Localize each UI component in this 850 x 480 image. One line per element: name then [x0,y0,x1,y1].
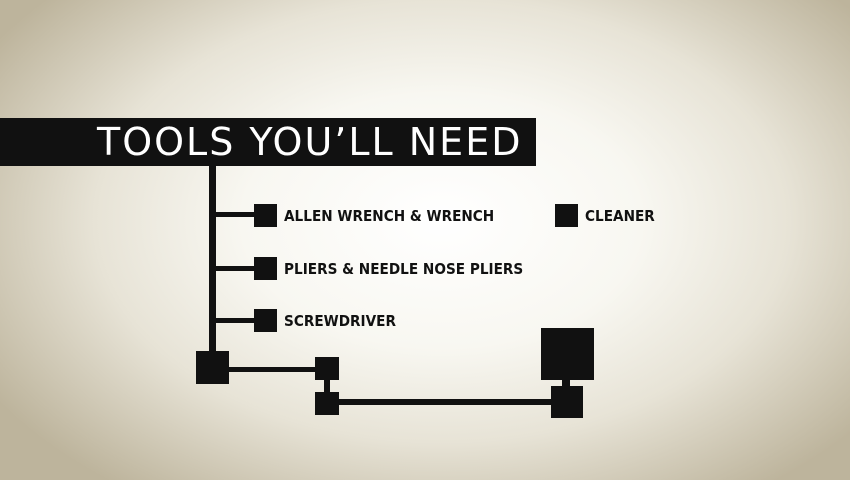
branch-line-3 [212,318,255,323]
node-square [551,386,583,418]
tool-item-label: SCREWDRIVER [284,312,396,330]
tool-item-label: CLEANER [585,207,655,225]
bullet-square-4 [555,204,578,227]
tool-item-label: PLIERS & NEEDLE NOSE PLIERS [284,260,524,278]
connector-line [337,399,554,405]
bullet-square-2 [254,257,277,280]
bullet-square-1 [254,204,277,227]
node-square-large [541,328,594,380]
node-square [315,357,339,380]
node-square [196,351,229,384]
connector-line [226,367,318,372]
title-banner [0,118,536,166]
tool-item-label: ALLEN WRENCH & WRENCH [284,207,495,225]
trunk-line [209,164,216,360]
connector-line [324,378,330,394]
branch-line-1 [212,212,255,217]
connector-line [562,378,570,388]
page-title: TOOLS YOU’LL NEED [97,120,523,164]
branch-line-2 [212,266,255,271]
bullet-square-3 [254,309,277,332]
node-square [315,392,339,415]
